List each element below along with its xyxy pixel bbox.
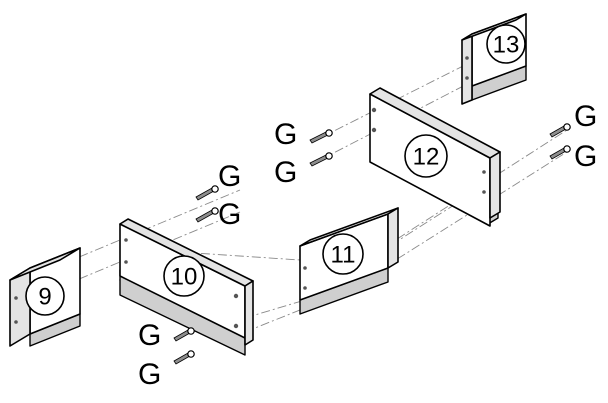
part-13: 13: [461, 13, 527, 105]
fastener-label-g: G: [218, 160, 241, 193]
fastener-label-g: G: [274, 156, 297, 189]
part-11-end: [387, 207, 399, 269]
guide-line: [382, 127, 571, 249]
part-12-label: 12: [413, 144, 440, 171]
screw-icon: [309, 129, 333, 144]
fastener-label-g: G: [574, 100, 597, 133]
part-10-end: [244, 280, 254, 346]
part-9-badge: [25, 276, 65, 316]
dowel-hole: [14, 296, 18, 300]
part-9-top: [9, 247, 81, 281]
fastener-label-g: G: [218, 198, 241, 231]
part-11-label: 11: [331, 242, 356, 269]
part-12-end: [489, 151, 501, 219]
fastener-label-g: G: [274, 118, 297, 151]
dowel-hole: [465, 76, 469, 80]
dowel-hole: [482, 190, 486, 194]
screws: [173, 123, 571, 365]
part-10-badge: [163, 255, 205, 297]
screw-icon: [173, 350, 195, 365]
part-11: 11: [299, 207, 399, 315]
part-12-badge: [404, 134, 448, 178]
part-9: 9: [9, 247, 81, 347]
fastener-labels: G G G G G G G G: [138, 100, 597, 391]
screw-icon: [195, 185, 219, 201]
screw-icon: [173, 327, 195, 342]
dowel-hole: [124, 238, 128, 242]
part-13-side: [461, 33, 473, 105]
part-9-side: [9, 267, 31, 347]
screw-icon: [549, 145, 571, 160]
dowel-hole: [124, 260, 128, 264]
dowel-hole: [303, 266, 307, 270]
part-12: 12: [369, 87, 501, 227]
part-10-label: 10: [171, 264, 198, 291]
part-10: 10: [119, 218, 254, 356]
part-9-label: 9: [38, 284, 51, 311]
dowel-hole: [465, 56, 469, 60]
part-13-label: 13: [493, 32, 520, 59]
fastener-label-g: G: [138, 319, 161, 352]
dowel-hole: [482, 170, 486, 174]
dowel-hole: [14, 320, 18, 324]
screw-hole: [371, 107, 377, 113]
fastener-label-g: G: [138, 358, 161, 391]
screw-hole: [371, 127, 377, 133]
screw-icon: [195, 207, 219, 223]
fastener-label-g: G: [574, 140, 597, 173]
guide-line: [244, 307, 306, 333]
dowel-hole: [303, 286, 307, 290]
screw-icon: [549, 123, 571, 138]
screw-icon: [309, 152, 333, 167]
screw-hole: [233, 323, 239, 329]
part-11-badge: [322, 233, 364, 275]
part-13-badge: [486, 24, 526, 64]
screw-hole: [233, 293, 239, 299]
guide-line: [244, 299, 306, 319]
